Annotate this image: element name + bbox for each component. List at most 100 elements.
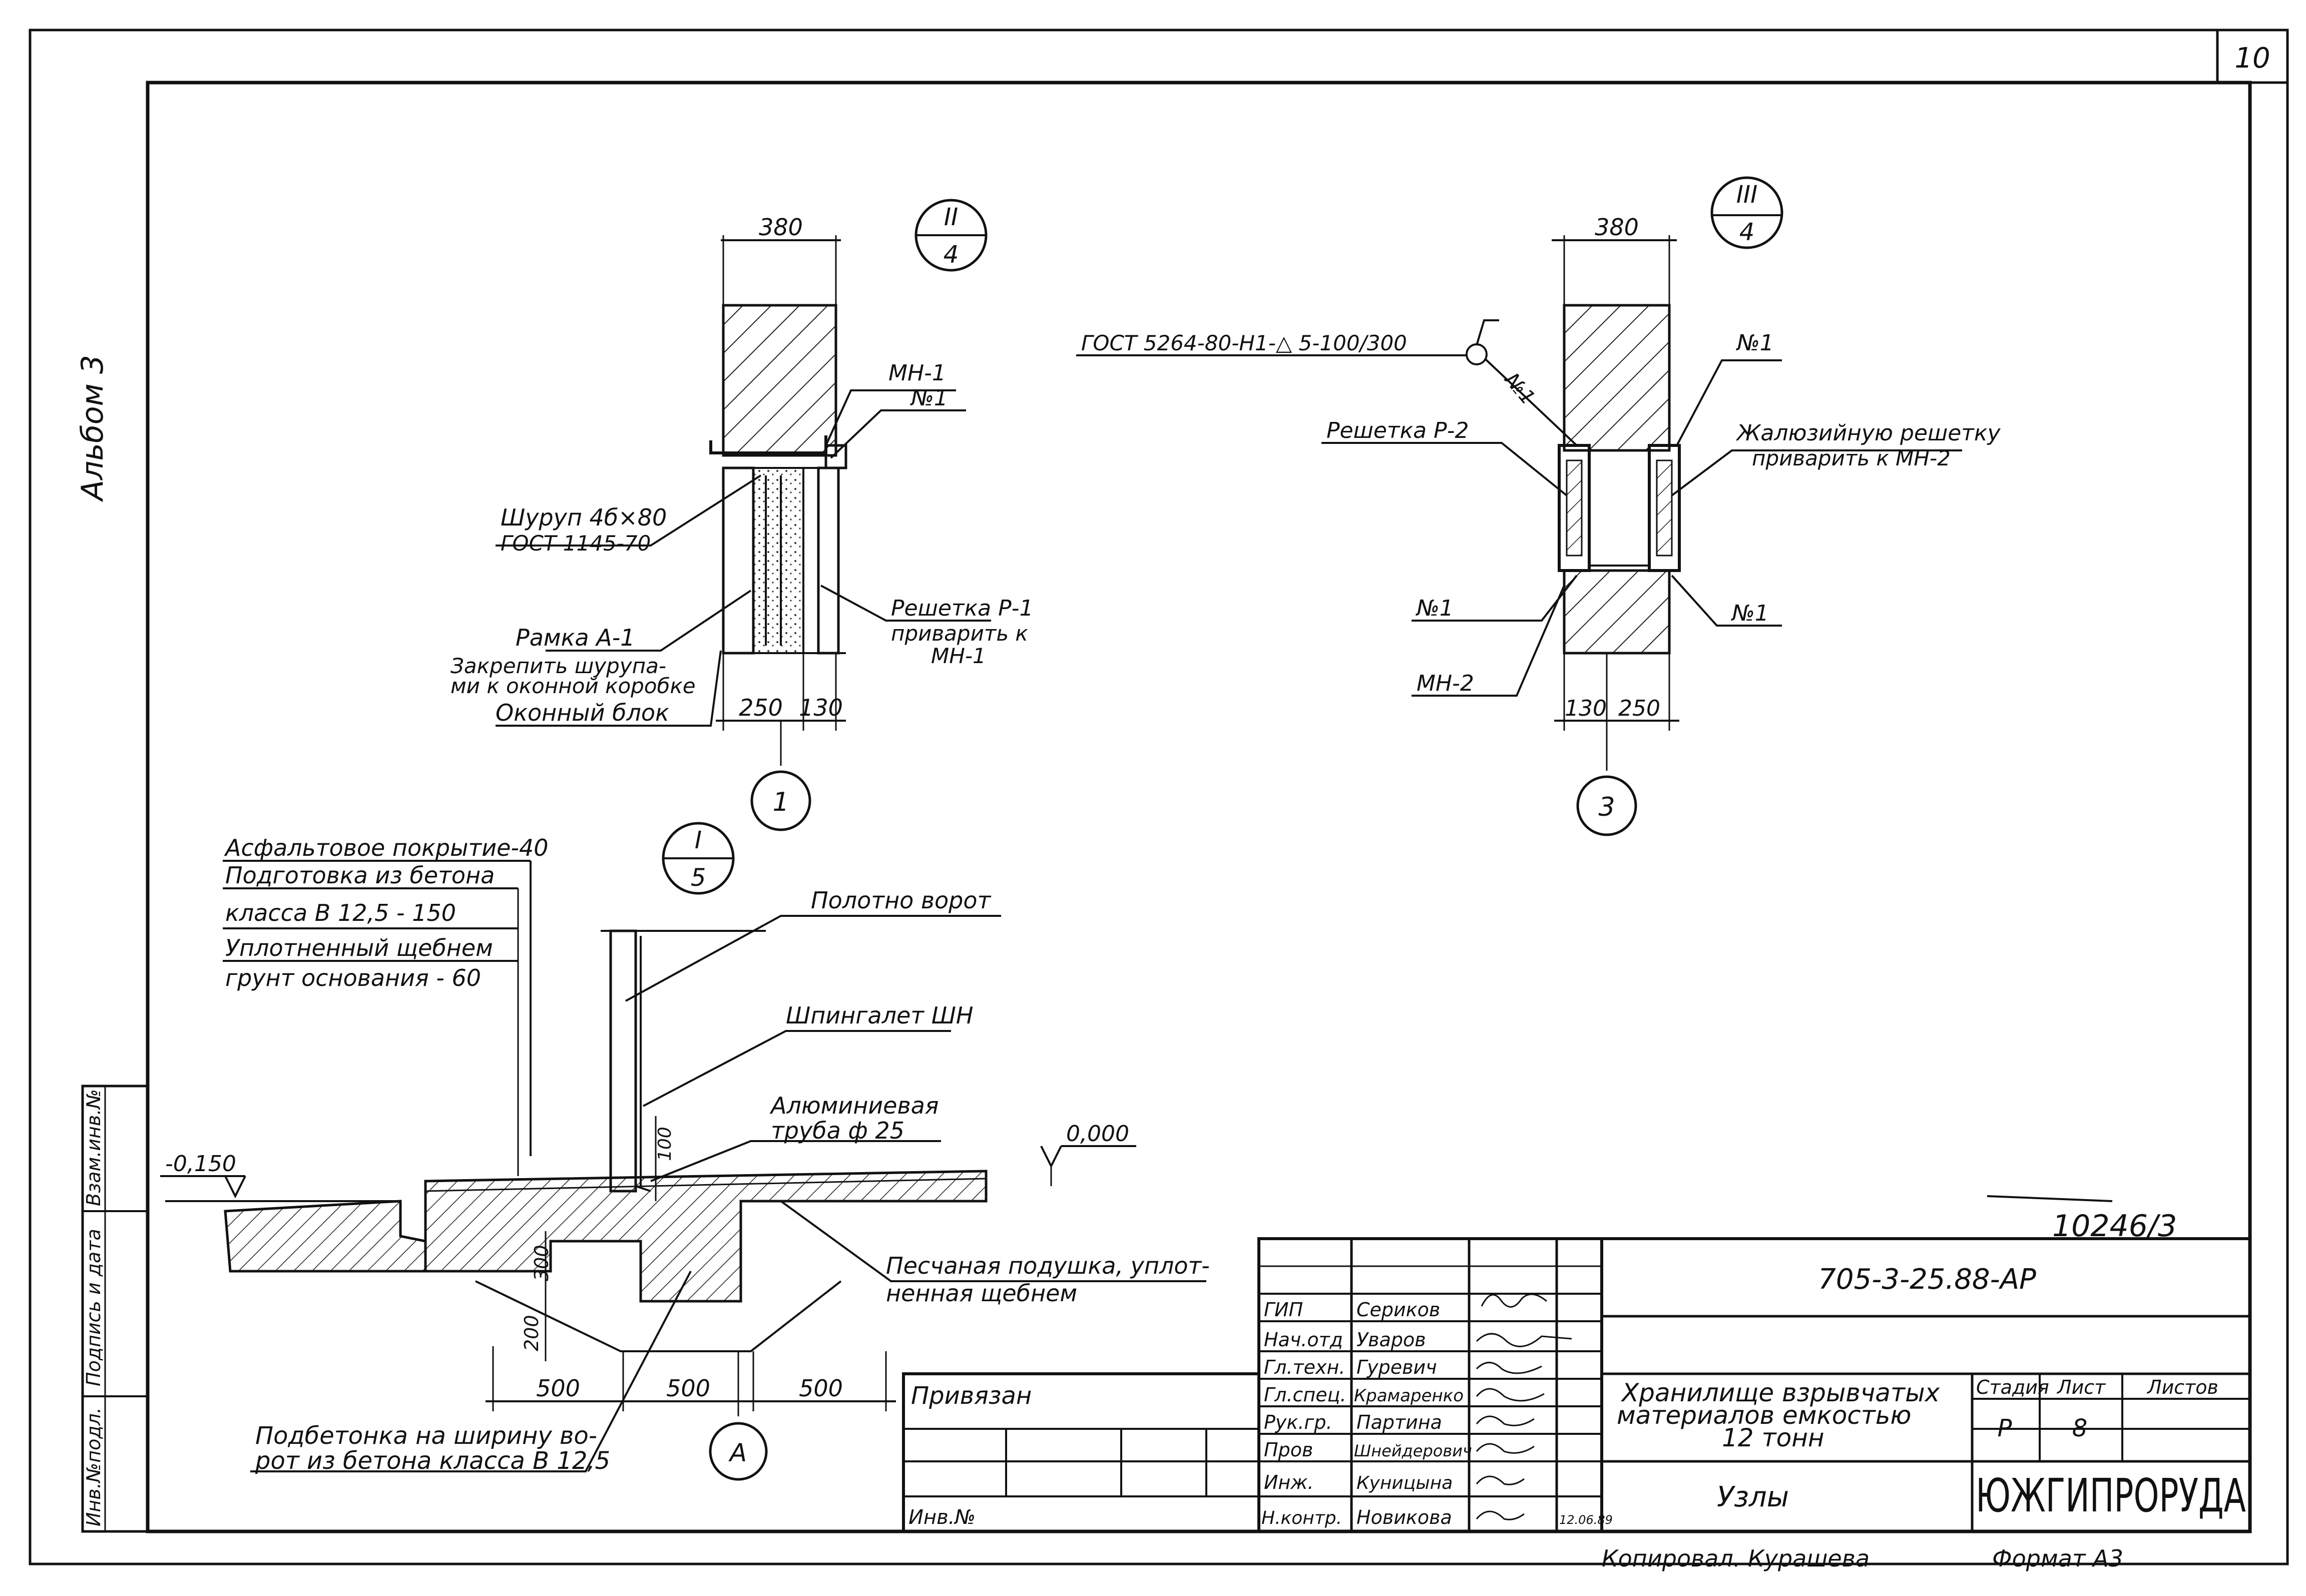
label-sand-cushion-2: ненная щебнем [886, 1280, 1077, 1307]
sheet-value: 8 [2072, 1414, 2088, 1442]
dim-200: 200 [521, 1315, 543, 1351]
label-window-block: Оконный блок [496, 699, 669, 726]
label-gate-leaf: Полотно ворот [811, 887, 992, 914]
label-louver-weld: приварить к МН-2 [1752, 446, 1951, 470]
layer-concrete-class: класса В 12,5 - 150 [225, 899, 456, 926]
name-3: Гуревич [1356, 1356, 1437, 1378]
name-7: Куницына [1356, 1473, 1453, 1493]
layer-concrete-prep: Подготовка из бетона [225, 862, 495, 889]
label-n1: №1 [909, 385, 948, 411]
stamp-replace-inv: Взам.инв.№ [83, 1089, 105, 1206]
label-mn2: МН-2 [1417, 671, 1474, 696]
name-8: Новикова [1356, 1506, 1452, 1528]
label-weld-to: приварить к [891, 621, 1028, 646]
album-label: Альбом 3 [75, 355, 110, 502]
label-subconcrete-2: рот из бетона класса В 12,5 [255, 1447, 610, 1475]
label-n1-a: №1 [1500, 368, 1540, 409]
gate-mark-top: I [695, 826, 702, 854]
dim-500-a: 500 [536, 1375, 580, 1402]
role-gip: ГИП [1264, 1299, 1303, 1321]
name-5: Партина [1356, 1411, 1442, 1433]
label-n1-b: №1 [1735, 330, 1774, 356]
label-screw: Шуруп 4б×80 [501, 504, 667, 531]
level-zero: 0,000 [1066, 1121, 1129, 1147]
label-aluminium: Алюминиевая [769, 1092, 939, 1119]
stage-header: Стадия [1976, 1376, 2049, 1398]
gate-axis: А [728, 1438, 747, 1467]
title-block-grid [902, 1195, 2251, 1533]
role-checked: Пров [1264, 1439, 1313, 1461]
object-title-3: 12 тонн [1722, 1423, 1824, 1452]
company-logo: ЮЖГИПРОРУДА [1976, 1469, 2246, 1522]
staff-roles: ГИП Нач.отд Гл.техн. Гл.спец. Рук.гр. Пр… [1261, 1299, 1346, 1528]
role-norm-control: Н.контр. [1261, 1508, 1342, 1528]
name-6: Шнейдерович [1354, 1441, 1472, 1460]
detail-1-mark-bottom: 4 [944, 241, 959, 269]
sheets-header: Листов [2146, 1376, 2218, 1398]
privyazan-label: Привязан [911, 1382, 1032, 1410]
label-screw-gost: ГОСТ 1145-70 [501, 531, 651, 556]
role-engineer: Инж. [1264, 1471, 1314, 1493]
dim-100: 100 [655, 1127, 675, 1161]
label-fix-1: Закрепить шурупа- [450, 654, 666, 678]
label-fix-2: ми к оконной коробке [450, 674, 696, 698]
role-chief-spec: Гл.спец. [1264, 1384, 1346, 1406]
staff-names: Сериков Уваров Гуревич Крамаренко Партин… [1354, 1299, 1472, 1528]
detail-1-dim-top: 380 [759, 214, 803, 241]
detail-1-mark-top: II [944, 203, 958, 231]
detail-1-dim-130: 130 [799, 694, 843, 721]
layer-gravel: Уплотненный щебнем [225, 934, 493, 961]
sheet-frame [29, 29, 2289, 1565]
stage-value: Р [1998, 1414, 2012, 1442]
object-title-1: Хранилище взрывчатых [1620, 1378, 1940, 1407]
dim-500-b: 500 [666, 1375, 710, 1402]
paper-format: Формат А3 [1992, 1545, 2123, 1572]
level-minus: -0,150 [165, 1151, 236, 1177]
stamp-signature-date: Подпись и дата [83, 1229, 105, 1386]
detail-3-dim-130: 130 [1565, 696, 1607, 721]
label-sand-cushion-1: Песчаная подушка, уплот- [886, 1252, 1210, 1279]
gate-detail-section [160, 822, 1206, 1481]
detail-1-dim-250: 250 [739, 694, 783, 721]
gate-mark-bottom: 5 [691, 864, 706, 892]
side-stamp [81, 1085, 149, 1533]
sheet-header: Лист [2056, 1376, 2106, 1398]
role-chief-tech: Гл.техн. [1264, 1356, 1345, 1378]
label-frame-a1: Рамка А-1 [516, 624, 635, 651]
label-latch: Шпингалет ШН [786, 1002, 974, 1029]
copied-by: Копировал. Курашева [1602, 1545, 1870, 1572]
label-mn1: МН-1 [888, 360, 946, 386]
detail-3-mark-top: III [1736, 181, 1757, 209]
dim-300: 300 [531, 1245, 553, 1281]
label-pipe: труба ф 25 [771, 1117, 904, 1144]
label-subconcrete-1: Подбетонка на ширину во- [255, 1422, 597, 1450]
detail-3-axis: 3 [1598, 792, 1615, 822]
approval-date: 12.06.89 [1559, 1513, 1613, 1527]
detail-1-section [496, 199, 991, 831]
weld-note: ГОСТ 5264-80-Н1-△ 5-100/300 [1081, 331, 1407, 355]
detail-3-dim-top: 380 [1595, 214, 1639, 241]
role-group-lead: Рук.гр. [1264, 1411, 1332, 1433]
dim-500-c: 500 [799, 1375, 843, 1402]
name-4: Крамаренко [1354, 1386, 1464, 1406]
layer-asphalt: Асфальтовое покрытие-40 [224, 834, 549, 861]
label-weld-to-mn1: МН-1 [931, 644, 986, 668]
sheet-number: 10 [2234, 42, 2270, 75]
label-grate-r2: Решетка Р-2 [1326, 418, 1469, 443]
archive-number: 10246/3 [2052, 1209, 2177, 1244]
document-code: 705-3-25.88-АР [1818, 1263, 2036, 1296]
label-n1-c: №1 [1415, 596, 1454, 621]
stamp-original-inv: Инв.№подл. [83, 1407, 105, 1526]
detail-3-mark-bottom: 4 [1739, 218, 1755, 246]
label-n1-d: №1 [1730, 601, 1769, 626]
layer-base-soil: грунт основания - 60 [225, 964, 481, 991]
inventory-label: Инв.№ [908, 1506, 976, 1529]
signatures [1476, 1293, 1572, 1520]
name-1: Сериков [1356, 1299, 1440, 1321]
label-louver: Жалюзийную решетку [1735, 420, 2001, 446]
object-title-2: материалов емкостью [1617, 1401, 1911, 1430]
role-head-dept: Нач.отд [1264, 1329, 1343, 1351]
detail-1-axis: 1 [772, 787, 789, 817]
